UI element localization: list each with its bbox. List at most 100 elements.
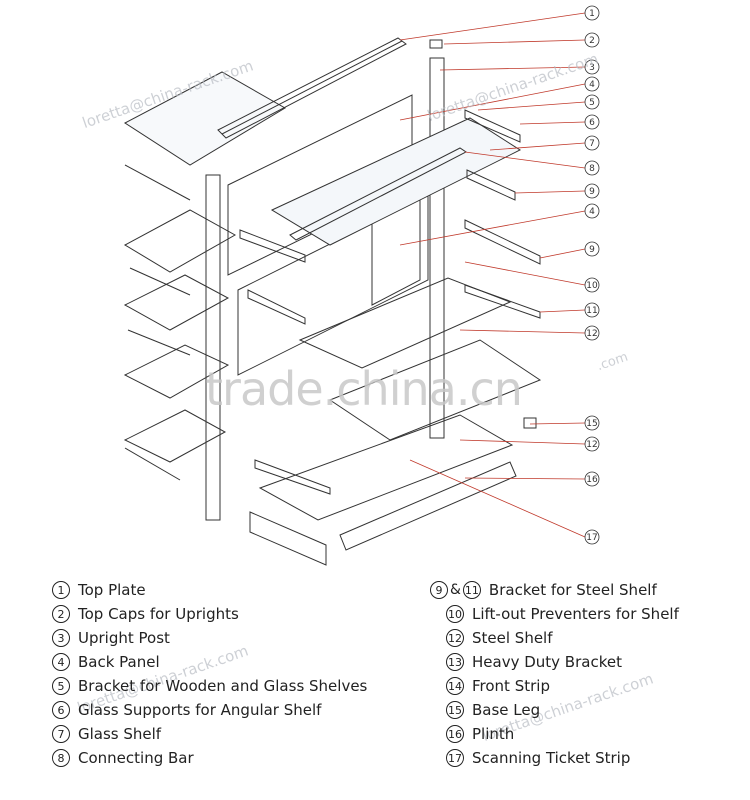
legend-label: Lift-out Preventers for Shelf bbox=[472, 605, 679, 623]
upright-post-left bbox=[205, 174, 221, 521]
callout-circle bbox=[584, 5, 600, 21]
legend-item-heavy-duty-bracket: 13 Heavy Duty Bracket bbox=[430, 650, 679, 674]
callout-number: 14 bbox=[446, 677, 464, 695]
legend-item-steel-shelf: 12 Steel Shelf bbox=[430, 626, 679, 650]
callout-circle bbox=[584, 529, 600, 545]
callout-circle bbox=[584, 302, 600, 318]
callout-number: 11 bbox=[462, 581, 481, 599]
legend-item-plinth: 16 Plinth bbox=[430, 722, 679, 746]
callout-circle bbox=[584, 277, 600, 293]
callout-circle bbox=[584, 203, 600, 219]
upright-post-right bbox=[429, 57, 445, 439]
legend-label: Base Leg bbox=[472, 701, 541, 719]
glass-shelf bbox=[270, 117, 522, 246]
callout-label: 2 bbox=[589, 36, 595, 46]
callout-label: 9 bbox=[589, 187, 595, 197]
legend-label: Heavy Duty Bracket bbox=[472, 653, 622, 671]
callout-number: 15 bbox=[446, 701, 464, 719]
callout-circle bbox=[584, 32, 600, 48]
callout-number: 4 bbox=[52, 653, 70, 671]
callout-number: 12 bbox=[446, 629, 464, 647]
shelf-left-1 bbox=[123, 209, 237, 273]
callout-circle bbox=[584, 436, 600, 452]
bracket-left-3 bbox=[254, 459, 331, 495]
callout-circle bbox=[584, 183, 600, 199]
callout-circle bbox=[584, 76, 600, 92]
callout-circle bbox=[584, 94, 600, 110]
steel-shelf-upper bbox=[298, 277, 512, 369]
watermark-site: trade.china.cn bbox=[205, 362, 523, 416]
callout-circle bbox=[584, 59, 600, 75]
callout-number: 10 bbox=[446, 605, 464, 623]
callout-circle bbox=[584, 114, 600, 130]
shelf-left-2 bbox=[123, 274, 230, 331]
callout-label: 10 bbox=[586, 281, 598, 291]
legend-item-bracket-wooden-glass: 5 Bracket for Wooden and Glass Shelves bbox=[52, 674, 367, 698]
ampersand: & bbox=[450, 582, 461, 598]
callout-label: 11 bbox=[586, 306, 597, 316]
callout-number: 16 bbox=[446, 725, 464, 743]
legend-item-front-strip: 14 Front Strip bbox=[430, 674, 679, 698]
shelf-left-4 bbox=[123, 409, 227, 463]
legend-label: Back Panel bbox=[78, 653, 160, 671]
callout-label: 7 bbox=[589, 139, 595, 149]
callout-label: 12 bbox=[586, 329, 597, 339]
callout-circle bbox=[584, 471, 600, 487]
callout-circle bbox=[584, 325, 600, 341]
legend-label: Bracket for Steel Shelf bbox=[488, 581, 657, 599]
callout-circle bbox=[584, 415, 600, 431]
top-plate-glass bbox=[124, 71, 286, 166]
legend-item-top-plate: 1 Top Plate bbox=[52, 578, 367, 602]
callout-label: 6 bbox=[589, 118, 595, 128]
callout-label: 1 bbox=[589, 9, 595, 19]
legend-item-upright-post: 3 Upright Post bbox=[52, 626, 367, 650]
legend-label: Top Caps for Uprights bbox=[78, 605, 239, 623]
legend-label: Glass Shelf bbox=[78, 725, 162, 743]
bracket-left-1 bbox=[239, 229, 306, 263]
legend-label: Bracket for Wooden and Glass Shelves bbox=[78, 677, 368, 695]
callout-circle bbox=[584, 241, 600, 257]
legend-label: Steel Shelf bbox=[472, 629, 553, 647]
legend-item-glass-shelf: 7 Glass Shelf bbox=[52, 722, 367, 746]
steel-shelf-mid bbox=[328, 339, 542, 441]
callout-number: 13 bbox=[446, 653, 464, 671]
top-plate bbox=[217, 37, 407, 139]
callout-number: 3 bbox=[52, 629, 70, 647]
callout-number: 6 bbox=[52, 701, 70, 719]
legend-item-glass-supports: 6 Glass Supports for Angular Shelf bbox=[52, 698, 367, 722]
legend-label: Glass Supports for Angular Shelf bbox=[78, 701, 322, 719]
callout-label: 16 bbox=[586, 475, 598, 485]
legend-label: Plinth bbox=[472, 725, 515, 743]
callout-number: 7 bbox=[52, 725, 70, 743]
callout-label: 8 bbox=[589, 164, 595, 174]
callout-label: 4 bbox=[589, 207, 595, 217]
bracket-11 bbox=[464, 284, 541, 319]
callout-number: 1 bbox=[52, 581, 70, 599]
bracket-5 bbox=[464, 109, 521, 143]
callout-label: 3 bbox=[589, 63, 595, 73]
legend-label: Upright Post bbox=[78, 629, 170, 647]
legend-item-lift-out-preventers: 10 Lift-out Preventers for Shelf bbox=[430, 602, 679, 626]
bracket-9a bbox=[466, 169, 516, 201]
callout-label: 9 bbox=[589, 245, 595, 255]
callout-circle bbox=[584, 160, 600, 176]
steel-shelf-lower bbox=[258, 414, 514, 521]
base-leg bbox=[249, 511, 327, 566]
legend-item-base-leg: 15 Base Leg bbox=[430, 698, 679, 722]
callout-number: 5 bbox=[52, 677, 70, 695]
callout-number: 17 bbox=[446, 749, 464, 767]
callout-number: 8 bbox=[52, 749, 70, 767]
legend-label: Front Strip bbox=[472, 677, 550, 695]
callout-label: 5 bbox=[589, 98, 595, 108]
legend-label: Top Plate bbox=[78, 581, 146, 599]
legend-left: 1 Top Plate 2 Top Caps for Uprights 3 Uprig… bbox=[52, 578, 367, 770]
legend-item-back-panel: 4 Back Panel bbox=[52, 650, 367, 674]
bracket-left-2 bbox=[247, 289, 306, 325]
callout-number: 2 bbox=[52, 605, 70, 623]
shelf-left-3 bbox=[123, 344, 230, 399]
